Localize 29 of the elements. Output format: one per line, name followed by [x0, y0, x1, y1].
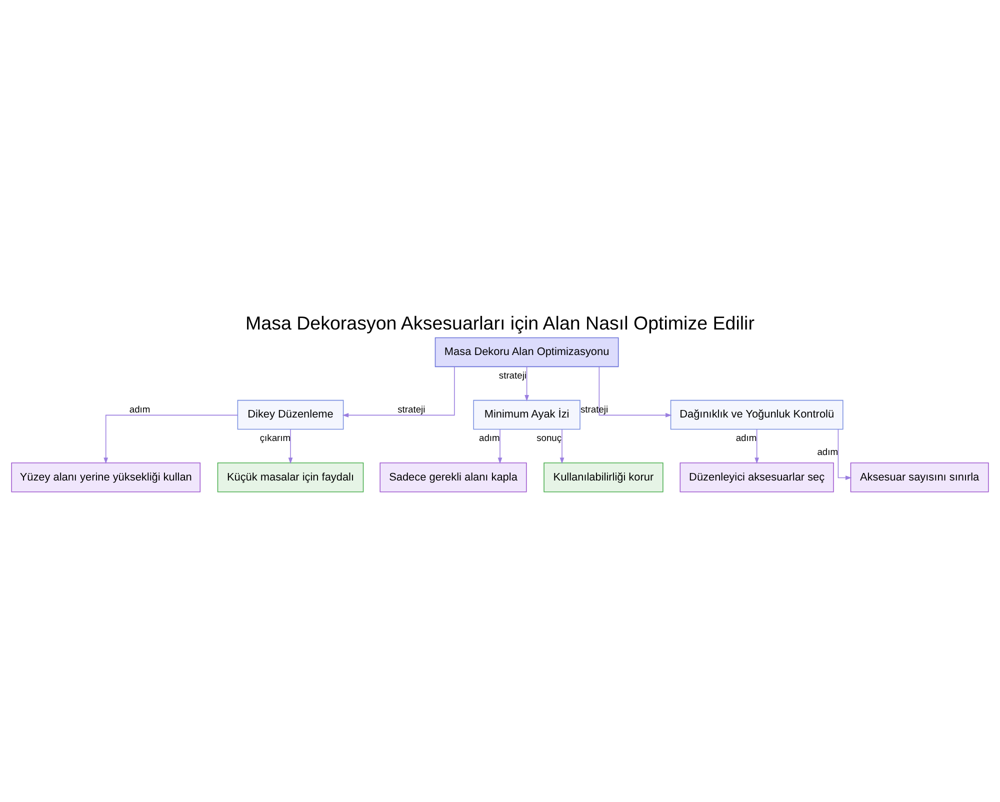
arrow	[288, 428, 293, 464]
node-box: Aksesuar sayısını sınırla	[850, 462, 989, 492]
edge-label: çıkarım	[260, 432, 291, 443]
edge-label: sonuç	[536, 432, 562, 443]
edge-label: adım	[817, 446, 838, 456]
edge-label: strateji	[498, 370, 527, 380]
node-box: Masa Dekoru Alan Optimizasyonu	[434, 336, 619, 367]
arrow	[560, 428, 564, 464]
edge-label: adım	[129, 404, 150, 414]
edge-label: adım	[479, 432, 500, 443]
arrow	[524, 366, 529, 401]
node-box: Dağınıklık ve Yoğunluk Kontrolü	[670, 399, 844, 430]
node-box: Sadece gerekli alanı kapla	[380, 462, 527, 492]
node-box: Düzenleyici aksesuarlar seç	[680, 462, 834, 492]
arrow	[598, 366, 672, 417]
edge-label: strateji	[580, 404, 608, 414]
arrow	[342, 366, 455, 417]
edge-label: strateji	[398, 404, 426, 414]
arrow	[498, 428, 502, 464]
node-box: Yüzey alanı yerine yüksekliği kullan	[11, 462, 201, 492]
node-box: Dikey Düzenleme	[237, 399, 344, 430]
node-box: Minimum Ayak İzi	[473, 399, 580, 430]
node-box: Küçük masalar için faydalı	[217, 462, 364, 492]
node-box: Kullanılabilirliği korur	[544, 462, 664, 492]
arrow	[838, 428, 852, 480]
arrow	[104, 414, 238, 464]
arrow	[754, 428, 760, 464]
diagram-title: Masa Dekorasyon Aksesuarları için Alan Nasıl Optimize Edilir	[246, 312, 754, 333]
edge-label: adım	[736, 432, 757, 443]
